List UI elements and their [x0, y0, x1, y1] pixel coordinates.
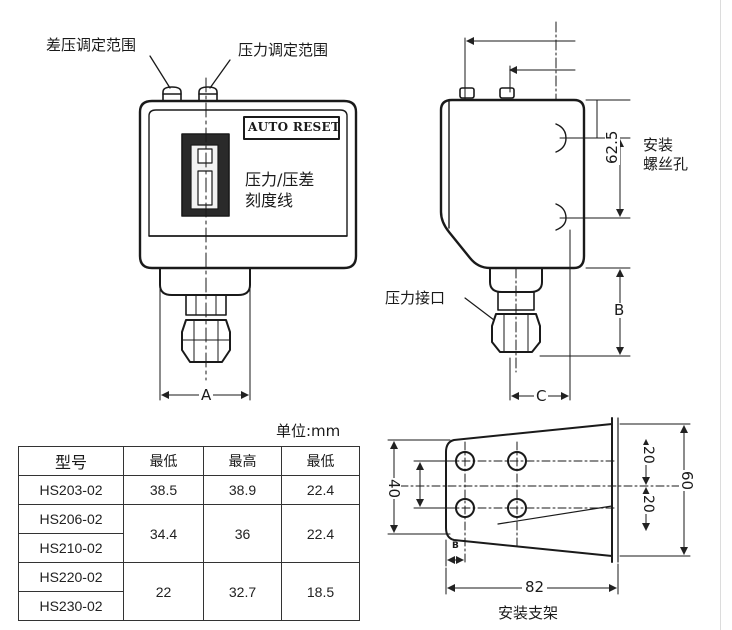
- page-edge-divider: [720, 0, 721, 630]
- cell-min-2: 22.4: [281, 475, 360, 505]
- label-port: 压力接口: [385, 289, 446, 307]
- dim-c: C: [534, 387, 549, 405]
- header-min-2: 最低: [281, 446, 360, 476]
- cell-min: 34.4: [123, 504, 204, 563]
- cell-min-2: 18.5: [281, 562, 360, 621]
- dim-a: A: [199, 386, 214, 404]
- table-row: HS220-02 22 32.7 18.5: [18, 562, 360, 621]
- dim-82: 82: [522, 580, 548, 595]
- unit-label: 单位:mm: [276, 422, 341, 440]
- dim-60: 60: [678, 470, 696, 492]
- auto-reset-plate: [243, 116, 340, 140]
- cell-model: HS230-02: [18, 591, 124, 621]
- cell-model: HS203-02: [18, 475, 124, 505]
- label-scale-1: 压力/压差: [245, 170, 315, 189]
- mounting-bracket: [387, 417, 691, 595]
- cell-max: 36: [203, 504, 282, 563]
- dim-20-bottom: 20: [640, 494, 656, 514]
- cell-min: 22: [123, 562, 204, 621]
- housing-inner: [148, 109, 348, 237]
- dim-40: 40: [385, 478, 403, 500]
- table-row: HS203-02 38.5 38.9 22.4: [18, 475, 360, 505]
- cell-max: 32.7: [203, 562, 282, 621]
- front-hex-nut: [181, 319, 231, 363]
- dim-b: B: [612, 301, 627, 319]
- dim-b-small: B: [452, 541, 459, 551]
- cell-min-2: 22.4: [281, 504, 360, 563]
- label-mount-hole-1: 安装: [643, 136, 674, 154]
- housing-outer: [138, 99, 358, 270]
- dim-62-5: 62.5: [603, 129, 621, 165]
- press-knob: [198, 86, 218, 102]
- bracket-plate: [445, 423, 613, 557]
- cell-max: 38.9: [203, 475, 282, 505]
- dim-20-top: 20: [640, 445, 656, 465]
- label-bracket: 安装支架: [498, 604, 559, 622]
- label-scale-2: 刻度线: [245, 191, 294, 210]
- header-max: 最高: [203, 446, 282, 476]
- diff-knob: [162, 86, 182, 102]
- label-diff-range: 差压调定范围: [46, 36, 137, 54]
- table-row: HS210-02: [18, 533, 360, 563]
- front-view: [138, 55, 358, 401]
- side-housing: [439, 98, 586, 270]
- side-view: [439, 21, 631, 401]
- spec-table: 型号 最低 最高 最低 HS203-02 38.5 38.9 22.4 HS20…: [18, 446, 360, 621]
- cell-model: HS206-02: [18, 504, 124, 534]
- cell-model: HS220-02: [18, 562, 124, 592]
- table-header-row: 型号 最低 最高 最低: [18, 446, 360, 476]
- table-row: HS206-02 34.4 36 22.4: [18, 504, 360, 563]
- auto-reset-text: AUTO RESET: [248, 120, 341, 134]
- label-press-range: 压力调定范围: [238, 41, 329, 59]
- label-mount-hole-2: 螺丝孔: [643, 155, 689, 173]
- cell-min: 38.5: [123, 475, 204, 505]
- table-row: HS230-02: [18, 591, 360, 621]
- side-hex-nut: [491, 313, 541, 353]
- header-min: 最低: [123, 446, 204, 476]
- header-model: 型号: [18, 446, 124, 476]
- cell-model: HS210-02: [18, 533, 124, 563]
